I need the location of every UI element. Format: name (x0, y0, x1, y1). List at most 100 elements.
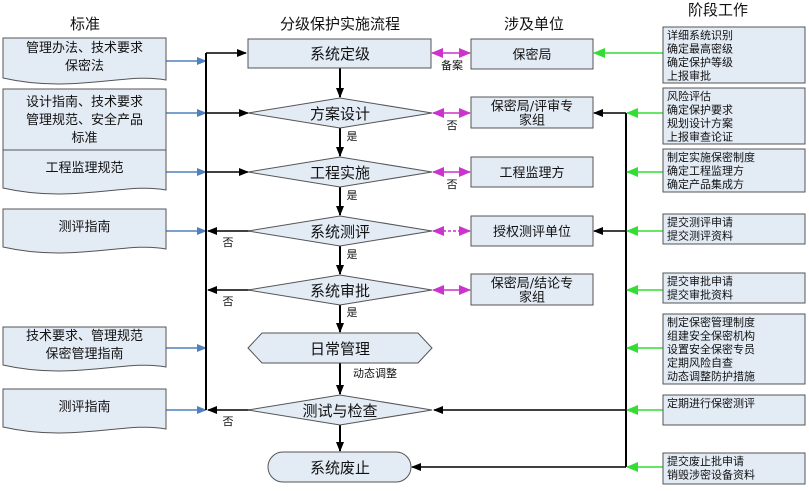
decision-diamond (247, 274, 433, 306)
no-label: 否 (223, 415, 234, 428)
work-text: 确定产品集成方 (667, 177, 744, 191)
yes-label: 是 (347, 248, 358, 261)
decision-diamond (247, 156, 433, 188)
unit-box-shape (470, 273, 594, 306)
work-text: 风险评估 (667, 89, 711, 103)
flow-step-1: 系统定级 (247, 38, 432, 69)
work-text: 详细系统识别 (667, 28, 733, 42)
standard-doc-shape (2, 388, 167, 434)
no-label: 否 (223, 236, 234, 249)
unit-text: 家组 (519, 113, 545, 129)
standard-doc: 工程监理规范 (2, 149, 167, 195)
standard-text: 设计指南、技术要求 (26, 94, 143, 110)
step-label: 方案设计 (310, 105, 370, 123)
header-standards: 标准 (70, 15, 100, 33)
unit-link-label: 否 (447, 178, 458, 191)
unit-box-shape (470, 96, 594, 129)
step-label: 系统废止 (310, 459, 370, 477)
standard-text: 测评指南 (58, 399, 110, 415)
work-box: 定期进行保密测评 (662, 394, 806, 426)
standard-doc: 测评指南 (2, 388, 167, 434)
work-text: 组建安全保密机构 (667, 329, 755, 343)
flow-step-7: 测试与检查 (247, 394, 433, 426)
work-text: 确定保护要求 (667, 103, 733, 117)
standard-doc-shape (2, 208, 167, 254)
step-label: 测试与检查 (302, 402, 377, 420)
work-box-shape (662, 394, 806, 426)
work-box-shape (662, 26, 806, 84)
step-label: 日常管理 (310, 340, 370, 358)
unit-link-label: 备案 (441, 58, 463, 72)
flow-step-8: 系统废止 (267, 451, 412, 483)
work-text: 提交测评申请 (667, 215, 733, 229)
work-text: 上报审查论证 (667, 130, 733, 144)
header-units: 涉及单位 (504, 15, 564, 33)
decision-diamond (247, 394, 433, 426)
standard-doc: 测评指南 (2, 208, 167, 254)
work-text: 销毁涉密设备资料 (667, 468, 755, 482)
step-label: 系统定级 (310, 45, 370, 63)
standard-text: 工程监理规范 (45, 161, 123, 176)
unit-box-shape (470, 156, 594, 188)
unit-box-shape (470, 38, 594, 70)
header-flow: 分级保护实施流程 (280, 15, 400, 33)
work-text: 动态调整防护措施 (667, 369, 755, 383)
standard-text: 保密管理指南 (45, 346, 123, 362)
decision-diamond (247, 215, 433, 247)
flow-step-6: 日常管理 (247, 332, 433, 364)
work-text: 确定保护等级 (667, 55, 733, 69)
work-text: 制定保密管理制度 (667, 315, 755, 329)
work-box-shape (662, 313, 806, 385)
flow-step-5: 系统审批 (247, 274, 433, 306)
no-label: 否 (223, 295, 234, 308)
unit-text: 授权测评单位 (493, 224, 571, 240)
step-label: 工程实施 (310, 164, 370, 182)
flow-step-3: 工程实施 (247, 156, 433, 188)
unit-box: 工程监理方 (470, 156, 594, 188)
terminator-shape (267, 451, 412, 483)
work-text: 定期风险自查 (667, 356, 733, 370)
standard-text: 测评指南 (58, 219, 110, 235)
unit-box-shape (470, 215, 594, 247)
standard-text: 技术要求、管理规范 (26, 329, 143, 344)
work-text: 定期进行保密测评 (667, 396, 755, 410)
standard-doc-shape (2, 149, 167, 195)
standard-text: 管理规范、安全产品 (26, 112, 143, 128)
work-box-shape (662, 272, 806, 304)
process-hexagon (247, 332, 433, 364)
standard-doc-shape (2, 326, 167, 372)
work-text: 上报审批 (667, 69, 711, 83)
work-box-shape (662, 452, 806, 485)
step-label: 系统测评 (310, 223, 370, 241)
unit-text: 保密局/评审专 (491, 99, 573, 115)
unit-box: 授权测评单位 (470, 215, 594, 247)
work-text: 制定实施保密制度 (667, 150, 755, 164)
yes-label: 是 (347, 306, 358, 319)
unit-box: 保密局 (470, 38, 594, 70)
dynamic-adjust-label: 动态调整 (353, 366, 397, 380)
standard-text: 标准 (71, 131, 97, 146)
standard-text: 管理办法、技术要求 (26, 41, 143, 56)
unit-text: 保密局/结论专 (491, 276, 573, 292)
header-work: 阶段工作 (688, 1, 748, 19)
work-text: 确定工程监理方 (667, 164, 744, 178)
work-text: 提交审批资料 (667, 288, 733, 302)
flow-step-4: 系统测评 (247, 215, 433, 247)
work-box-shape (662, 87, 806, 145)
work-text: 确定最高密级 (667, 42, 733, 56)
flow-step-2: 方案设计 (247, 97, 433, 129)
unit-text: 工程监理方 (499, 165, 564, 181)
work-text: 提交审批申请 (667, 274, 733, 288)
work-box-shape (662, 148, 806, 193)
